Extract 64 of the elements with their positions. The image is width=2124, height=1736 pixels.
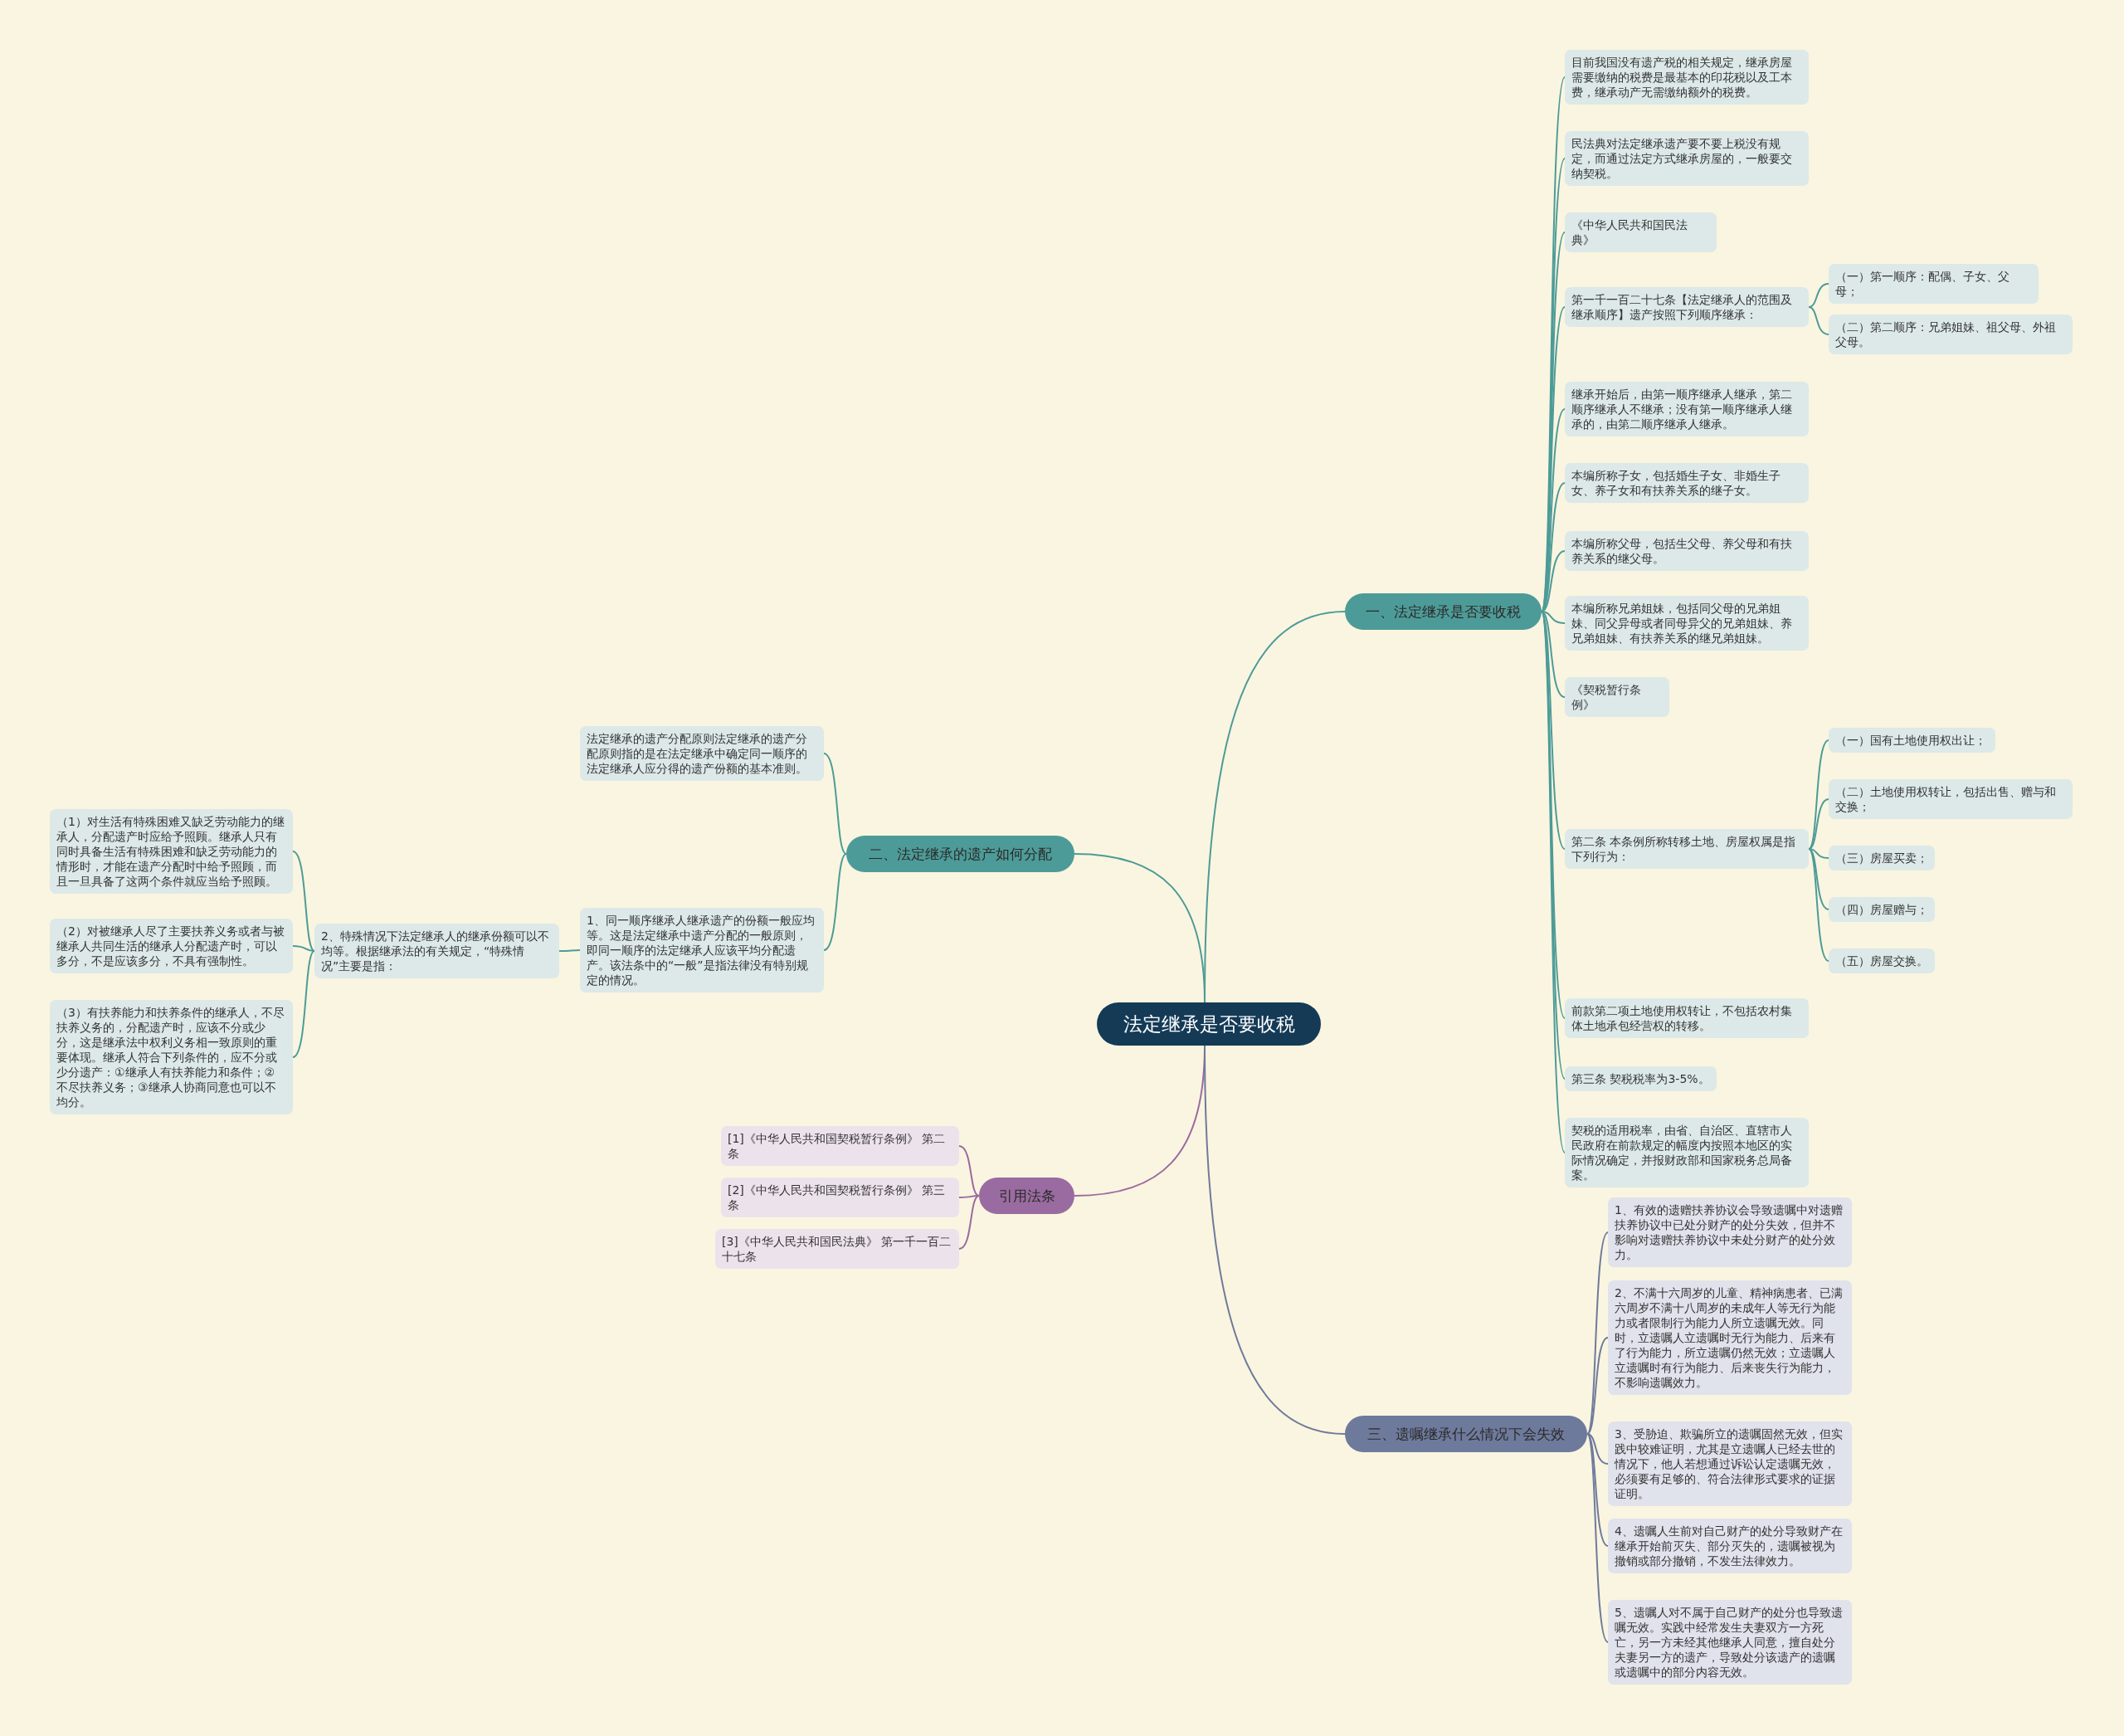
connector-line	[958, 1195, 980, 1250]
branch-topic: 二、法定继承的遗产如何分配	[846, 836, 1074, 872]
topic-box: （五）房屋交换。	[1829, 948, 1935, 973]
topic-box: 本编所称子女，包括婚生子女、非婚生子女、养子女和有扶养关系的继子女。	[1565, 463, 1809, 503]
connector-line	[823, 853, 847, 951]
connector-line	[1586, 1433, 1609, 1547]
connector-line	[1808, 848, 1829, 859]
citation-box: [1]《中华人民共和国契税暂行条例》 第二条	[721, 1126, 959, 1166]
connector-line	[292, 851, 315, 952]
topic-box: 《契税暂行条例》	[1565, 677, 1669, 717]
topic-box: 5、遗嘱人对不属于自己财产的处分也导致遗嘱无效。实践中经常发生夫妻双方一方死亡，另一方未经其他继承人同意，擅自处分夫妻另一方的遗产，导致处分该遗产的遗嘱或遗嘱中的部分内容无效。	[1608, 1600, 1852, 1685]
connector-line	[1541, 550, 1566, 612]
branch-topic: 三、遗嘱继承什么情况下会失效	[1345, 1416, 1587, 1452]
topic-box: 第三条 契税税率为3-5%。	[1565, 1066, 1717, 1091]
connector-line	[823, 753, 847, 855]
branch-topic: 引用法条	[979, 1178, 1074, 1214]
connector-line	[1808, 283, 1829, 308]
connector-line	[1541, 611, 1566, 850]
connector-line	[1808, 848, 1829, 910]
central-topic: 法定继承是否要收税	[1097, 1002, 1321, 1046]
topic-box: 继承开始后，由第一顺序继承人继承，第二顺序继承人不继承；没有第一顺序继承人继承的，由第二顺序继承人继承。	[1565, 382, 1809, 436]
topic-box: 3、受胁迫、欺骗所立的遗嘱固然无效，但实践中较难证明，尤其是立遗嘱人已经去世的情况下，他人若想通过诉讼认定遗嘱无效，必须要有足够的、符合法律形式要求的证据证明。	[1608, 1421, 1852, 1506]
citation-box: [2]《中华人民共和国契税暂行条例》 第三条	[721, 1178, 959, 1217]
connector-line	[1586, 1337, 1609, 1435]
citation-box: [3]《中华人民共和国民法典》 第一千一百二十七条	[715, 1229, 959, 1269]
topic-box: 本编所称父母，包括生父母、养父母和有扶养关系的继父母。	[1565, 531, 1809, 571]
topic-box: 4、遗嘱人生前对自己财产的处分导致财产在继承开始前灭失、部分灭失的，遗嘱被视为撤销或部分撤销，不发生法律效力。	[1608, 1519, 1852, 1573]
connector-line	[1808, 798, 1829, 850]
topic-box: 1、同一顺序继承人继承遗产的份额一般应均等。这是法定继承中遗产分配的一般原则，即同一顺序的法定继承人应该平均分配遗产。该法条中的“一般”是指法律没有特别规定的情况。	[580, 908, 824, 992]
connector-line	[1808, 848, 1829, 962]
topic-box: （一）第一顺序：配偶、子女、父母；	[1829, 264, 2039, 304]
topic-box: 法定继承的遗产分配原则法定继承的遗产分配原则指的是在法定继承中确定同一顺序的法定继承人应分得的遗产份额的基本准则。	[580, 726, 824, 781]
topic-box: 前款第二项土地使用权转让，不包括农村集体土地承包经营权的转移。	[1565, 998, 1809, 1038]
connector-line	[1586, 1433, 1609, 1643]
connector-line	[1204, 1045, 1346, 1435]
connector-line	[1586, 1231, 1609, 1435]
topic-box: 本编所称兄弟姐妹，包括同父母的兄弟姐妹、同父异母或者同母异父的兄弟姐妹、养兄弟姐妹、有扶养关系的继兄弟姐妹。	[1565, 596, 1809, 651]
connector-line	[292, 945, 315, 952]
topic-box: 第一千一百二十七条【法定继承人的范围及继承顺序】遗产按照下列顺序继承：	[1565, 287, 1809, 327]
connector-line	[1541, 611, 1566, 698]
connector-line	[1074, 853, 1206, 1003]
connector-line	[1808, 306, 1829, 335]
topic-box: （四）房屋赠与；	[1829, 897, 1935, 922]
connector-line	[558, 949, 581, 952]
topic-box: （二）第二顺序：兄弟姐妹、祖父母、外祖父母。	[1829, 315, 2073, 354]
topic-box: （3）有扶养能力和扶养条件的继承人，不尽扶养义务的，分配遗产时，应该不分或少分，这是继承法中权利义务相一致原则的重要体现。继承人符合下列条件的，应不分或少分遗产：①继承人有扶养能力和条件；②不尽扶养义务；③继承人协商同意也可以不均分。	[50, 1000, 293, 1114]
topic-box: 2、特殊情况下法定继承人的继承份额可以不均等。根据继承法的有关规定，“特殊情况”主要是指：	[314, 924, 559, 978]
topic-box: 1、有效的遗赠扶养协议会导致遗嘱中对遗赠扶养协议中已处分财产的处分失效，但并不影响对遗赠扶养协议中未处分财产的处分效力。	[1608, 1197, 1852, 1267]
topic-box: （一）国有土地使用权出让；	[1829, 728, 1995, 753]
topic-box: （三）房屋买卖；	[1829, 846, 1935, 870]
connector-line	[958, 1145, 980, 1197]
connector-line	[1541, 611, 1566, 624]
topic-box: 第二条 本条例所称转移土地、房屋权属是指下列行为：	[1565, 829, 1809, 869]
branch-topic: 一、法定继承是否要收税	[1345, 593, 1542, 630]
connector-line	[292, 950, 315, 1058]
topic-box: 目前我国没有遗产税的相关规定，继承房屋需要缴纳的税费是最基本的印花税以及工本费，继承动产无需缴纳额外的税费。	[1565, 50, 1809, 105]
connector-line	[1586, 1433, 1609, 1465]
topic-box: 民法典对法定继承遗产要不要上税没有规定，而通过法定方式继承房屋的，一般要交纳契税。	[1565, 131, 1809, 186]
topic-box: 《中华人民共和国民法典》	[1565, 212, 1717, 252]
topic-box: 2、不满十六周岁的儿童、精神病患者、已满六周岁不满十八周岁的未成年人等无行为能力或者限制行为能力人所立遗嘱无效。同时，立遗嘱人立遗嘱时无行为能力、后来有了行为能力，所立遗嘱仍然无效；立遗嘱人立遗嘱时有行为能力、后来丧失行为能力，不影响遗嘱效力。	[1608, 1280, 1852, 1395]
topic-box: （2）对被继承人尽了主要扶养义务或者与被继承人共同生活的继承人分配遗产时，可以多分，不是应该多分，不具有强制性。	[50, 919, 293, 973]
topic-box: 契税的适用税率，由省、自治区、直辖市人民政府在前款规定的幅度内按照本地区的实际情况确定，并报财政部和国家税务总局备案。	[1565, 1118, 1809, 1187]
topic-box: （二）土地使用权转让，包括出售、赠与和交换；	[1829, 779, 2073, 819]
topic-box: （1）对生活有特殊困难又缺乏劳动能力的继承人，分配遗产时应给予照顾。继承人只有同时具备生活有特殊困难和缺乏劳动能力的情形时，才能在遗产分配时中给予照顾，而且一旦具备了这两个条件就应当给予照顾。	[50, 809, 293, 894]
